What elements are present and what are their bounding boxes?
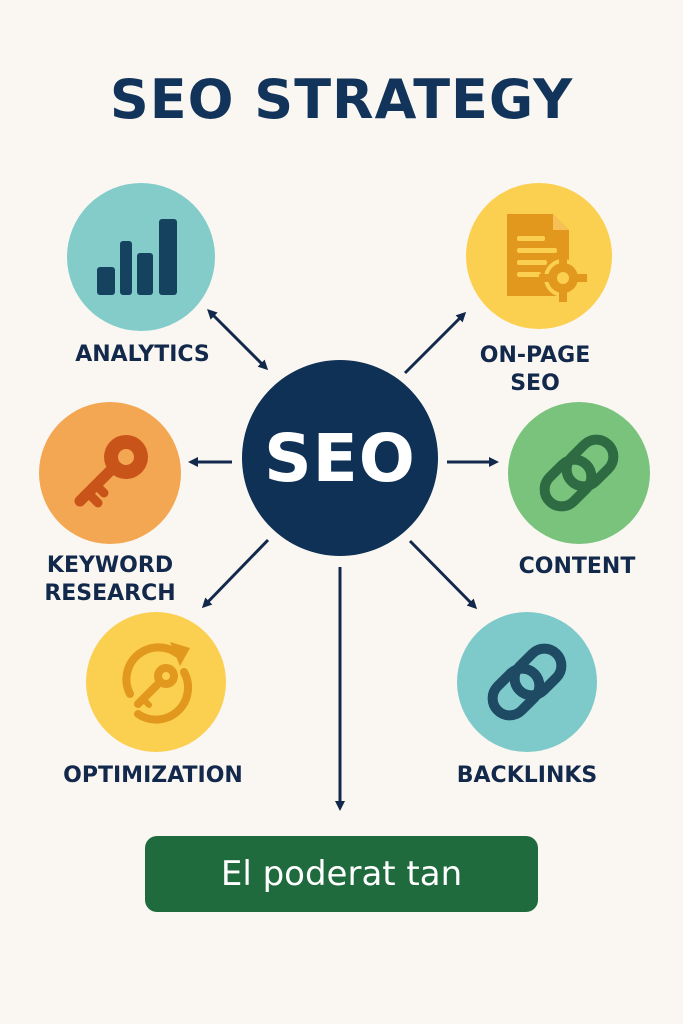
optimization-node — [86, 612, 226, 752]
label-keyword-research: KEYWORD RESEARCH — [30, 552, 190, 608]
key-refresh-icon — [122, 642, 192, 724]
label-backlinks: BACKLINKS — [456, 763, 598, 788]
label-on-page-seo-line1: ON-PAGE — [479, 343, 591, 368]
label-on-page-seo-line2: SEO — [510, 371, 560, 396]
analytics-node — [67, 183, 215, 331]
document-gear-icon — [507, 214, 587, 302]
seo-hub-label: SEO — [264, 419, 416, 497]
cta-button[interactable]: El poderat tan — [145, 836, 538, 912]
chain-link-icon — [539, 434, 619, 512]
key-icon — [74, 435, 148, 508]
seo-hub-circle: SEO — [242, 360, 438, 556]
arrow-backlinks — [408, 539, 478, 610]
label-analytics: ANALYTICS — [75, 342, 210, 367]
content-node — [508, 402, 650, 544]
label-optimization: OPTIMIZATION — [63, 763, 243, 788]
label-keyword-research-line1: KEYWORD — [46, 553, 174, 578]
label-on-page-seo: ON-PAGE SEO — [455, 342, 615, 398]
page-title: SEO STRATEGY — [109, 68, 574, 131]
chain-link-icon — [487, 643, 567, 721]
label-content: CONTENT — [518, 554, 636, 579]
arrow-analytics — [207, 309, 269, 371]
backlinks-node — [457, 612, 597, 752]
arrow-optimization — [201, 538, 270, 609]
on-page-seo-node — [466, 183, 612, 329]
label-keyword-research-line2: RESEARCH — [44, 581, 176, 606]
arrow-on-page-seo — [403, 311, 467, 375]
keyword-research-node — [39, 402, 181, 544]
cta-label: El poderat tan — [220, 854, 463, 894]
bar-chart-icon — [97, 219, 177, 295]
